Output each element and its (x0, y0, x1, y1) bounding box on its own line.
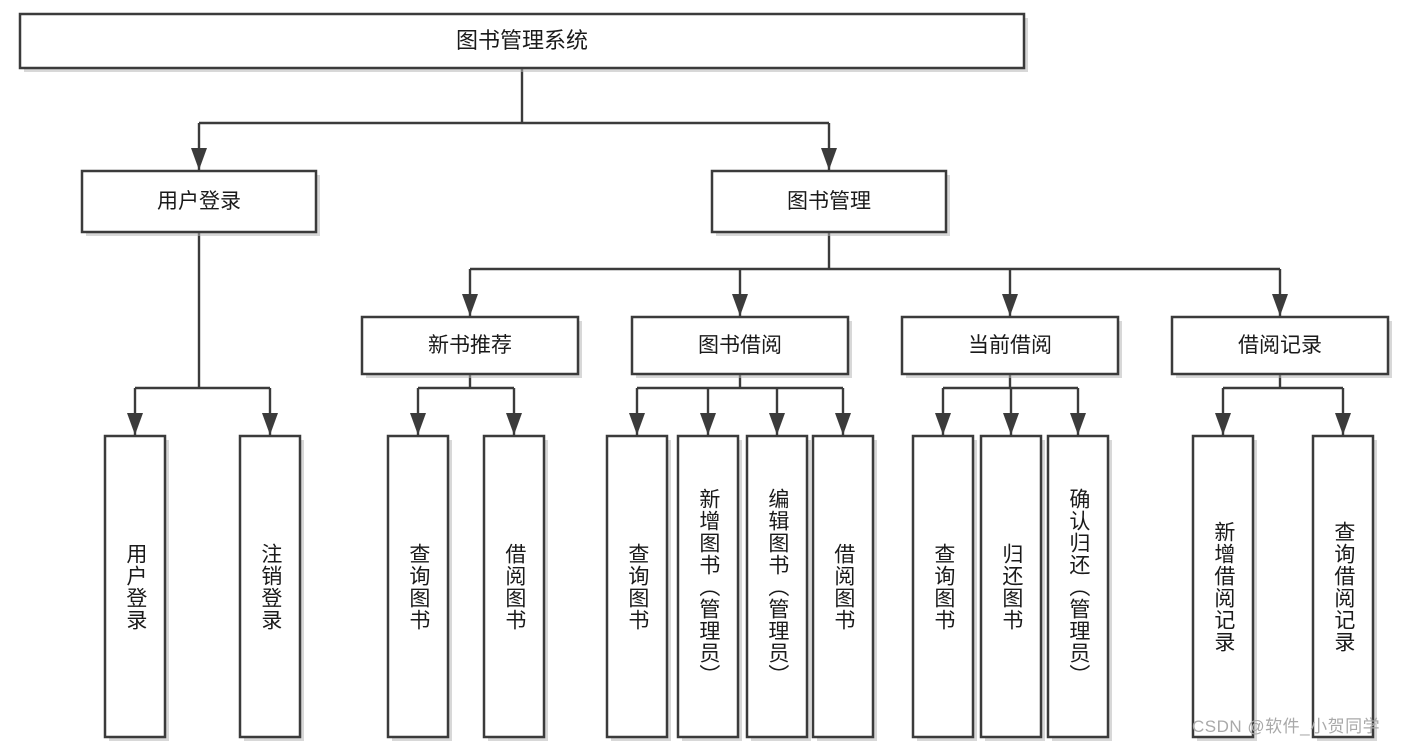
node-label-user-login: 用户登录 (157, 190, 241, 213)
node-box-leaf-borrow-book-2[interactable] (811, 434, 875, 739)
node-box-leaf-return-book[interactable] (979, 434, 1043, 739)
arrow-head (410, 413, 426, 435)
arrow-head (462, 294, 478, 316)
node-label-root: 图书管理系统 (456, 28, 588, 53)
arrow-head (732, 294, 748, 316)
connectors-layer (127, 68, 1351, 435)
arrow-head (1003, 413, 1019, 435)
node-box-leaf-query-record[interactable] (1311, 434, 1375, 739)
arrow-head (127, 413, 143, 435)
arrow-head (506, 413, 522, 435)
arrow-head (191, 148, 207, 170)
node-box-current-borrow[interactable] (900, 315, 1120, 376)
node-box-leaf-user-login[interactable] (103, 434, 167, 739)
node-box-root[interactable] (18, 12, 1026, 70)
node-box-leaf-logout[interactable] (238, 434, 302, 739)
arrow-head (935, 413, 951, 435)
arrow-head (262, 413, 278, 435)
node-box-book-management[interactable] (710, 169, 948, 234)
node-box-leaf-add-book[interactable] (676, 434, 740, 739)
arrow-head (1070, 413, 1086, 435)
node-box-leaf-confirm-return[interactable] (1046, 434, 1110, 739)
node-label-book-borrow: 图书借阅 (698, 334, 782, 357)
node-box-leaf-query-book-3[interactable] (911, 434, 975, 739)
node-box-leaf-borrow-book-1[interactable] (482, 434, 546, 739)
arrow-head (1215, 413, 1231, 435)
arrow-head (700, 413, 716, 435)
arrow-head (1002, 294, 1018, 316)
node-label-new-book-recommend: 新书推荐 (428, 334, 512, 357)
watermark-text: CSDN @软件_小贺同学 (1192, 717, 1381, 736)
arrow-head (1272, 294, 1288, 316)
node-box-leaf-add-record[interactable] (1191, 434, 1255, 739)
arrow-head (835, 413, 851, 435)
arrow-head (1335, 413, 1351, 435)
boxes-layer (18, 12, 1392, 741)
node-box-user-login[interactable] (80, 169, 318, 234)
node-box-leaf-query-book-2[interactable] (605, 434, 669, 739)
node-label-current-borrow: 当前借阅 (968, 334, 1052, 357)
arrow-head (769, 413, 785, 435)
node-label-borrow-record: 借阅记录 (1238, 334, 1322, 357)
node-label-book-management: 图书管理 (787, 190, 871, 213)
node-box-borrow-record[interactable] (1170, 315, 1390, 376)
node-box-new-book-recommend[interactable] (360, 315, 580, 376)
node-box-leaf-edit-book[interactable] (745, 434, 809, 739)
node-box-leaf-query-book-1[interactable] (386, 434, 450, 739)
arrow-head (629, 413, 645, 435)
arrow-head (821, 148, 837, 170)
node-box-book-borrow[interactable] (630, 315, 850, 376)
